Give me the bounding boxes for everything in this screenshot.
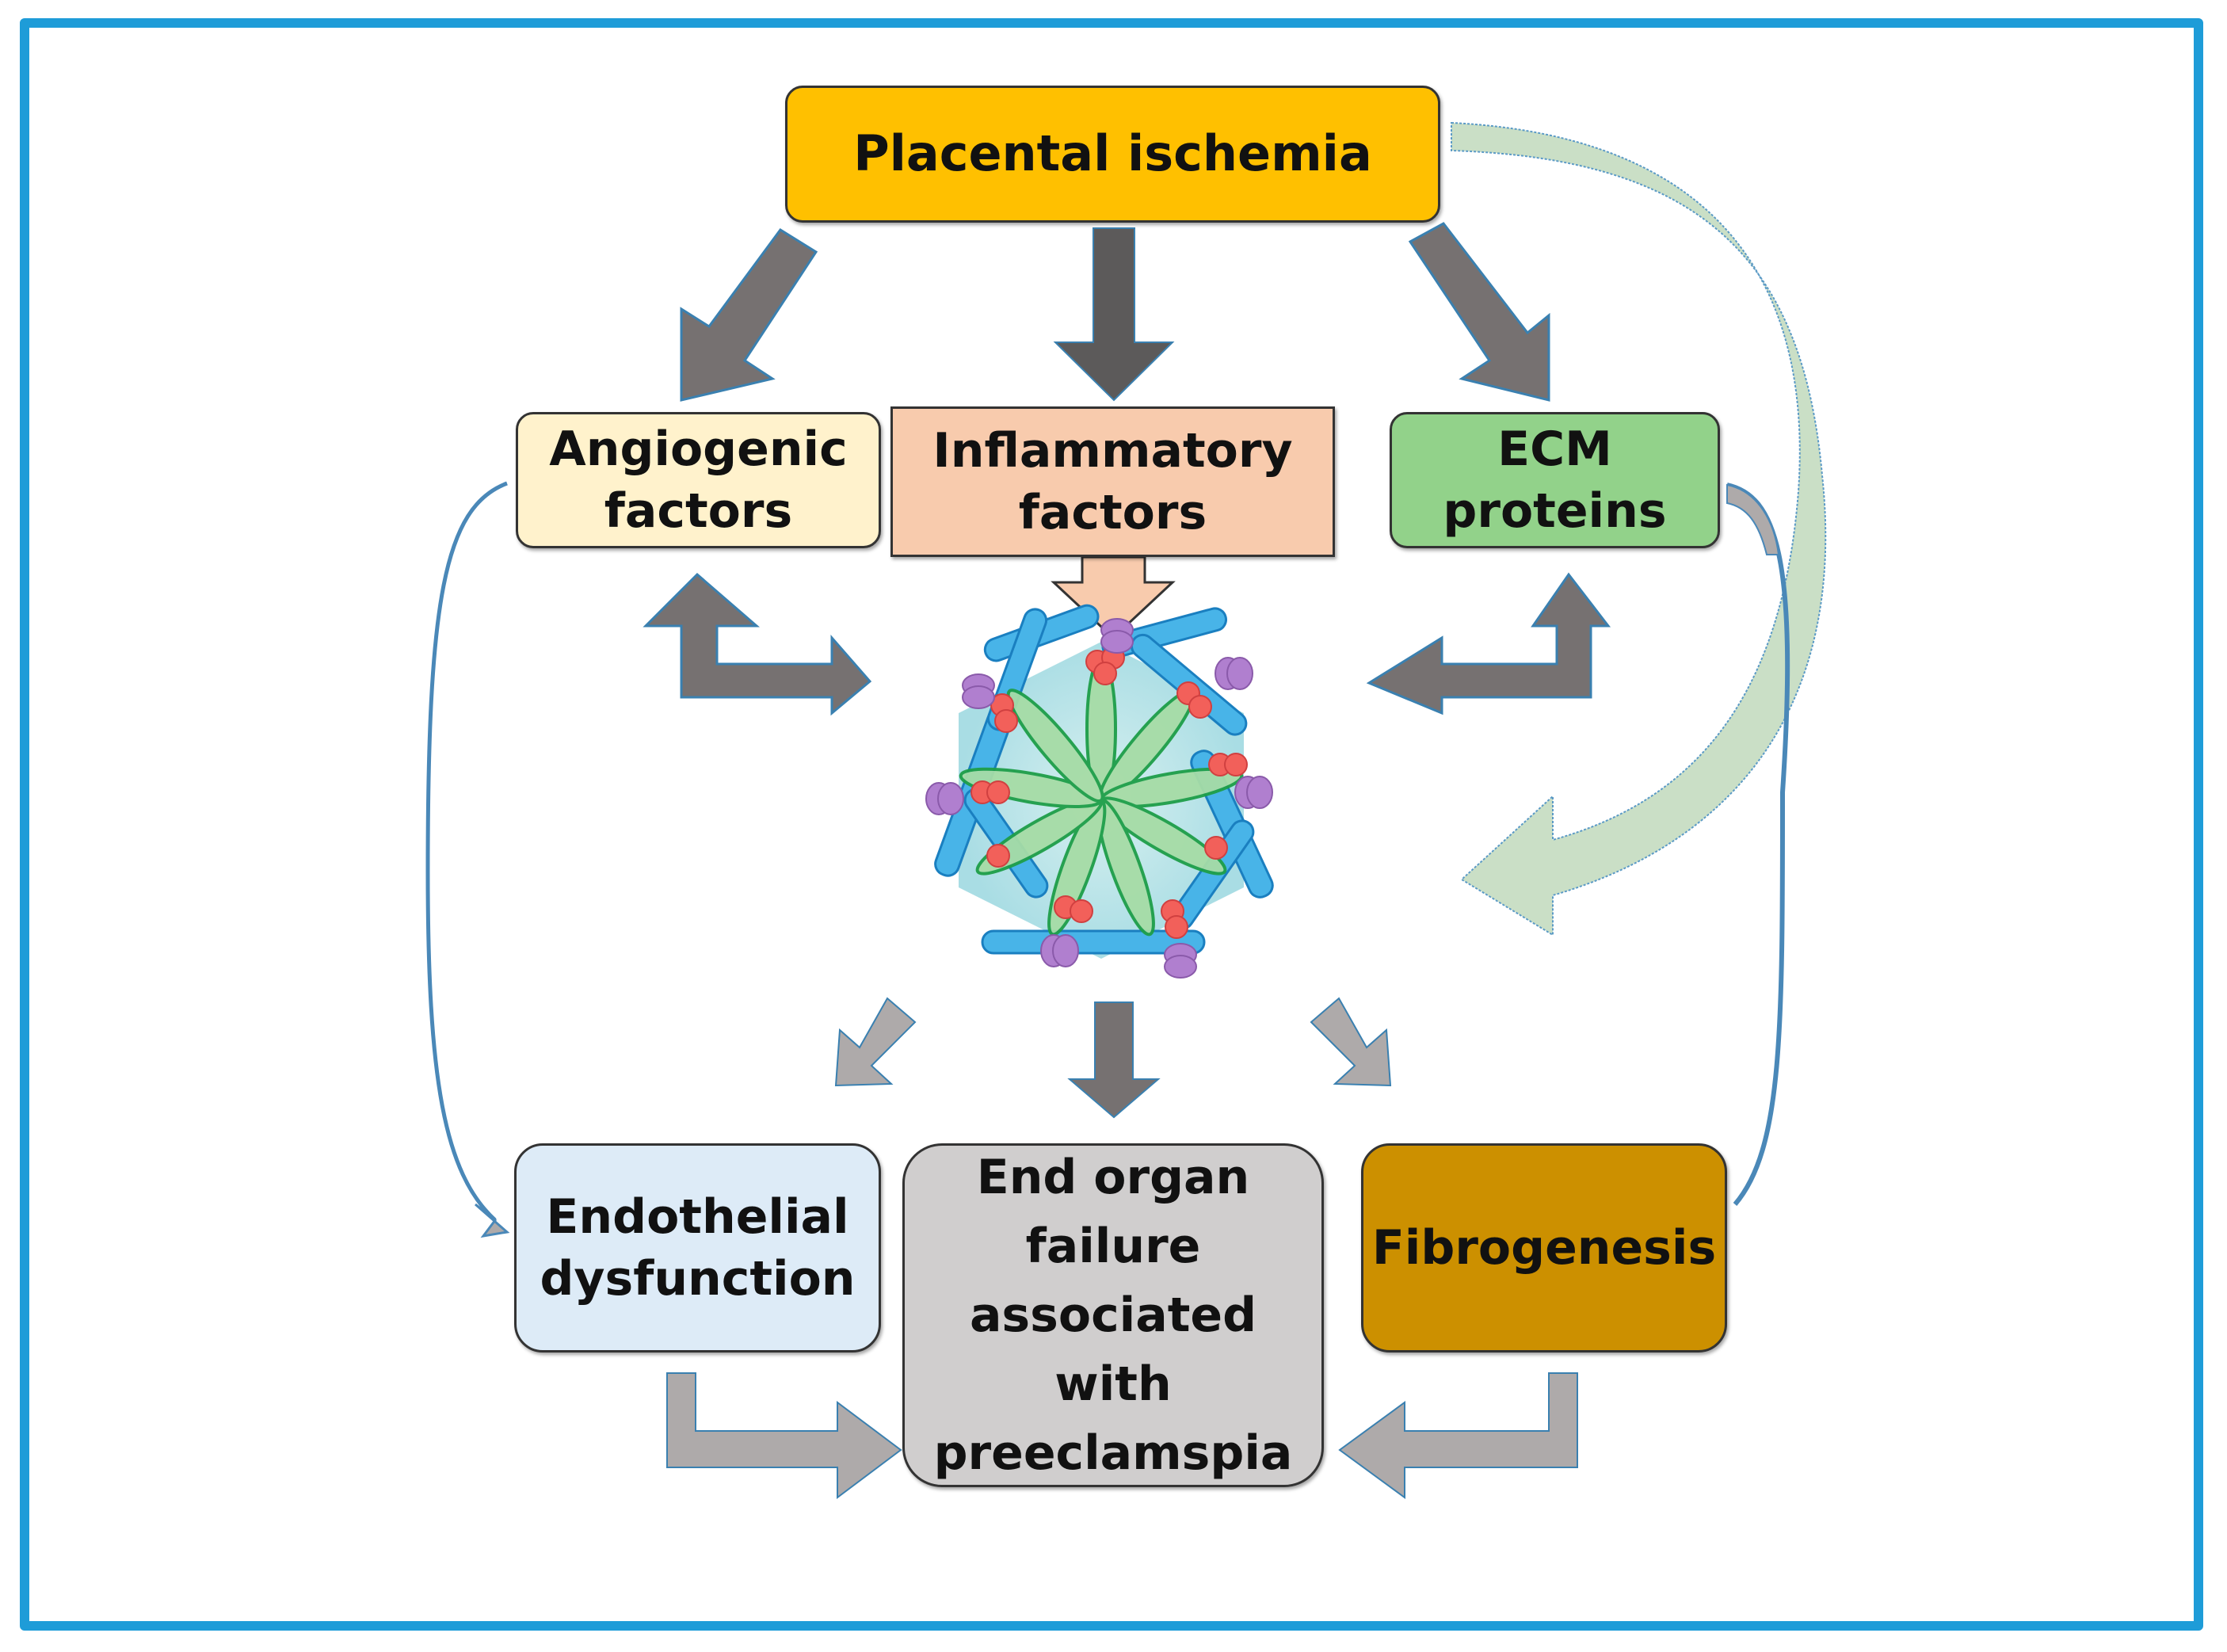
node-label: Inflammatory factors	[932, 423, 1293, 540]
node-fibrogenesis: Fibrogenesis	[1361, 1143, 1727, 1353]
node-ecm-proteins: ECM proteins	[1390, 412, 1720, 548]
arrow-fibrogenesis-to-end-organ	[1338, 1372, 1578, 1499]
node-label: Endothelial dysfunction	[540, 1189, 856, 1307]
node-inflammatory-factors: Inflammatory factors	[890, 406, 1335, 557]
extracellular-matrix-hexagon-illustration	[925, 604, 1274, 979]
curved-arrow-ecm-to-fibrogenesis	[1726, 483, 1790, 1206]
arrow-angiogenic-center-bidirectional	[643, 572, 872, 716]
node-label: Fibrogenesis	[1371, 1220, 1717, 1276]
arrow-center-to-end-organ	[1067, 1002, 1161, 1119]
node-angiogenic-factors: Angiogenic factors	[516, 412, 881, 548]
node-label: Angiogenic factors	[549, 422, 848, 539]
arrow-center-to-fibrogenesis	[1310, 997, 1392, 1087]
node-label: End organ failure associated with preecl…	[933, 1149, 1293, 1481]
node-endothelial-dysfunction: Endothelial dysfunction	[514, 1143, 881, 1353]
arrow-placental-to-angiogenic	[680, 227, 818, 402]
node-label: Placental ischemia	[853, 124, 1372, 183]
node-end-organ-failure: End organ failure associated with preecl…	[902, 1143, 1324, 1487]
node-placental-ischemia: Placental ischemia	[785, 86, 1440, 223]
arrow-placental-to-ecm	[1408, 222, 1550, 402]
arrow-endothelial-to-end-organ	[666, 1372, 902, 1499]
arrow-inflammatory-to-center	[1051, 555, 1176, 640]
arrow-placental-to-inflammatory	[1053, 227, 1175, 402]
curved-arrow-placental-to-fibrogenesis	[1451, 121, 1827, 937]
arrow-ecm-center-bidirectional	[1366, 572, 1611, 715]
node-label: ECM proteins	[1443, 422, 1667, 539]
curved-arrow-angiogenic-to-endothelial	[425, 481, 510, 1238]
arrow-center-to-endothelial	[834, 997, 917, 1087]
